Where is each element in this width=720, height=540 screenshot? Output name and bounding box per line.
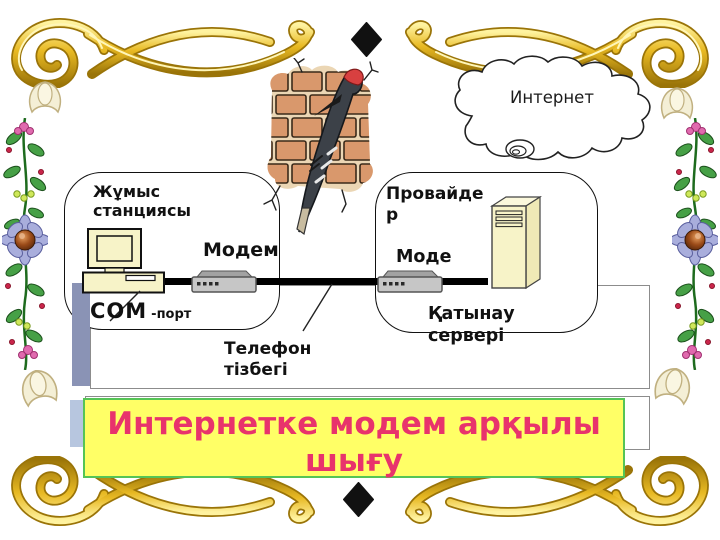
- black-diamond-icon: [351, 22, 382, 57]
- flower-garland-left: [2, 118, 48, 370]
- internet-cloud-icon: [454, 55, 651, 161]
- phone-line-label: Телефон тізбегі: [224, 339, 312, 380]
- left-accent-bar: [72, 283, 90, 386]
- modem-right-label: Моде: [396, 247, 452, 267]
- modem-icon: [191, 270, 257, 293]
- provider-box: [375, 172, 598, 333]
- port-label: -порт: [151, 307, 192, 322]
- modem-icon: [377, 270, 443, 293]
- left-accent-bar-light: [70, 400, 83, 447]
- modem-left-label: Модем: [203, 239, 279, 261]
- server-tower-icon: [489, 195, 543, 290]
- gold-flourish-top-right: [405, 18, 709, 88]
- workstation-label: Жұмыс станциясы: [93, 182, 191, 220]
- woodpecker-on-brick-wall-clipart: [263, 58, 379, 236]
- gold-flourish-top-left: [11, 18, 315, 88]
- phone-line-connection: [152, 278, 488, 285]
- cloud-internet-label: Интернет: [510, 88, 594, 107]
- tulip-icon: [660, 87, 694, 120]
- black-diamond-icon: [343, 482, 374, 517]
- flower-garland-right: [672, 118, 718, 370]
- access-server-label: Қатынау сервері: [428, 304, 515, 346]
- com-port-label: COM -порт: [90, 299, 191, 323]
- desktop-computer-icon: [82, 228, 165, 294]
- com-label: COM: [90, 299, 148, 323]
- tulip-icon: [28, 81, 62, 114]
- tulip-icon: [654, 368, 691, 406]
- slide-title: Интернетке модем арқылы шығу: [83, 398, 625, 479]
- tulip-icon: [21, 370, 58, 408]
- provider-label: Провайде р: [386, 184, 484, 225]
